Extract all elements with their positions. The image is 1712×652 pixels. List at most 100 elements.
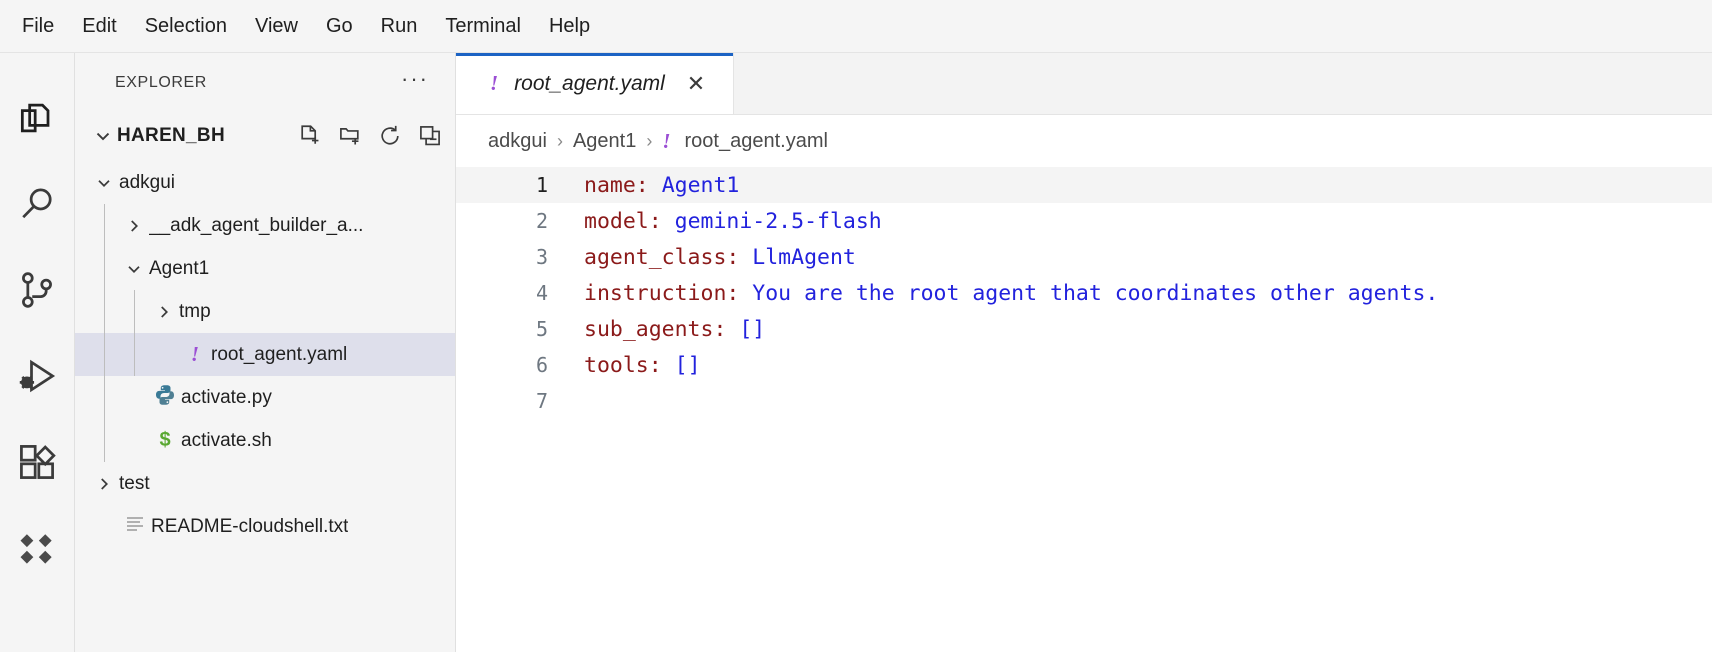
tree-indent-guide [104, 290, 105, 333]
tree-indent [75, 419, 119, 462]
tree-indent [75, 204, 119, 247]
code-token: agent_class: [584, 244, 740, 270]
line-number: 3 [535, 245, 548, 269]
file-tree: adkgui __adk_agent_builder_a... Agent1 tmp!… [75, 159, 455, 652]
tree-item-label: tmp [179, 300, 211, 322]
code-line[interactable]: 3 agent_class: LlmAgent [456, 239, 1712, 275]
activity-item-run-and-debug[interactable] [0, 333, 75, 419]
menu-item-run[interactable]: Run [380, 15, 418, 37]
chevron-right-icon[interactable] [89, 474, 119, 494]
code-token [649, 173, 662, 198]
tree-item-label: __adk_agent_builder_a... [149, 214, 364, 236]
tab-close-icon[interactable]: ✕ [686, 70, 706, 96]
editor-tab-bar: !root_agent.yaml✕ [456, 53, 1712, 115]
activity-item-extensions[interactable] [0, 419, 75, 505]
chevron-down-icon[interactable] [89, 173, 119, 193]
editor-tab-label: root_agent.yaml [514, 71, 665, 95]
tree-file-row[interactable]: $activate.sh [75, 419, 455, 462]
editor-tab[interactable]: !root_agent.yaml✕ [456, 53, 735, 114]
code-token: name: [584, 172, 649, 198]
chevron-down-icon [89, 125, 117, 147]
code-line-text: agent_class: LlmAgent [566, 245, 856, 270]
tree-file-icon-slot [119, 512, 151, 541]
activity-bar [0, 53, 75, 652]
tree-indent [75, 247, 119, 290]
explorer-more-actions-icon[interactable]: ··· [401, 66, 429, 91]
tree-folder-row[interactable]: adkgui [75, 161, 455, 204]
menu-item-file[interactable]: File [22, 15, 55, 37]
code-token: [] [739, 316, 766, 342]
text-file-icon [123, 512, 147, 541]
shell-file-icon: $ [159, 429, 171, 451]
code-line-text: sub_agents: [] [566, 317, 765, 342]
yaml-file-icon: ! [190, 342, 200, 366]
tree-folder-row[interactable]: test [75, 462, 455, 505]
tree-indent-guide [104, 333, 105, 376]
tree-item-label: README-cloudshell.txt [151, 515, 349, 537]
code-token: You are the root agent that coordinates … [752, 280, 1439, 306]
code-token [662, 209, 675, 234]
code-line[interactable]: 1 name: Agent1 [456, 167, 1712, 203]
code-line[interactable]: 6 tools: [] [456, 347, 1712, 383]
breadcrumb-item[interactable]: adkgui [488, 129, 547, 152]
breadcrumb-item[interactable]: Agent1 [572, 129, 637, 152]
code-token [726, 317, 739, 342]
explorer-files-icon [15, 96, 59, 140]
line-number: 6 [535, 353, 548, 377]
activity-item-diamond-cluster[interactable] [0, 505, 75, 591]
tree-folder-row[interactable]: Agent1 [75, 247, 455, 290]
tree-file-row[interactable]: activate.py [75, 376, 455, 419]
tree-folder-row[interactable]: tmp [75, 290, 455, 333]
tree-file-row[interactable]: README-cloudshell.txt [75, 505, 455, 548]
code-token [739, 245, 752, 270]
line-number: 1 [535, 173, 548, 197]
explorer-root-folder-row[interactable]: HAREN_BH [75, 113, 455, 159]
menu-item-go[interactable]: Go [325, 15, 353, 37]
chevron-down-icon[interactable] [119, 259, 149, 279]
menu-item-terminal[interactable]: Terminal [445, 15, 521, 37]
menu-item-view[interactable]: View [254, 15, 298, 37]
code-token: Agent1 [661, 172, 740, 198]
yaml-file-icon: ! [662, 128, 671, 153]
code-token: [] [674, 352, 701, 378]
tree-indent [75, 505, 89, 548]
tree-indent-guide [134, 333, 135, 376]
breadcrumb-item[interactable]: root_agent.yaml [684, 129, 828, 152]
tree-item-label: adkgui [119, 171, 175, 193]
tree-indent-guide [104, 376, 105, 419]
code-line-text: tools: [] [566, 353, 701, 378]
extensions-icon [15, 440, 59, 484]
chevron-right-icon[interactable] [119, 216, 149, 236]
code-token: sub_agents: [584, 316, 727, 342]
menu-item-help[interactable]: Help [548, 15, 591, 37]
tree-indent [75, 376, 119, 419]
search-icon [15, 182, 59, 226]
new-file-icon[interactable] [297, 123, 323, 149]
new-folder-icon[interactable] [337, 123, 363, 149]
code-line[interactable]: 7 [456, 383, 1712, 419]
tree-indent [75, 161, 89, 204]
code-token: instruction: [584, 280, 740, 306]
refresh-icon[interactable] [377, 123, 403, 149]
collapse-all-icon[interactable] [417, 123, 443, 149]
code-line-text: model: gemini-2.5-flash [566, 209, 882, 234]
activity-item-source-control[interactable] [0, 247, 75, 333]
tree-item-label: Agent1 [149, 257, 210, 279]
python-file-icon [153, 383, 177, 412]
breadcrumb-separator-icon: › [646, 130, 653, 151]
tree-file-icon-slot: $ [149, 429, 181, 452]
code-token: gemini-2.5-flash [674, 208, 882, 234]
tree-file-row[interactable]: !root_agent.yaml [75, 333, 455, 376]
editor-area: !root_agent.yaml✕ adkgui›Agent1›!root_ag… [456, 53, 1712, 652]
activity-item-search[interactable] [0, 161, 75, 247]
menu-item-edit[interactable]: Edit [82, 15, 117, 37]
menu-item-selection[interactable]: Selection [144, 15, 227, 37]
tree-folder-row[interactable]: __adk_agent_builder_a... [75, 204, 455, 247]
activity-item-explorer[interactable] [0, 75, 75, 161]
chevron-right-icon[interactable] [149, 302, 179, 322]
